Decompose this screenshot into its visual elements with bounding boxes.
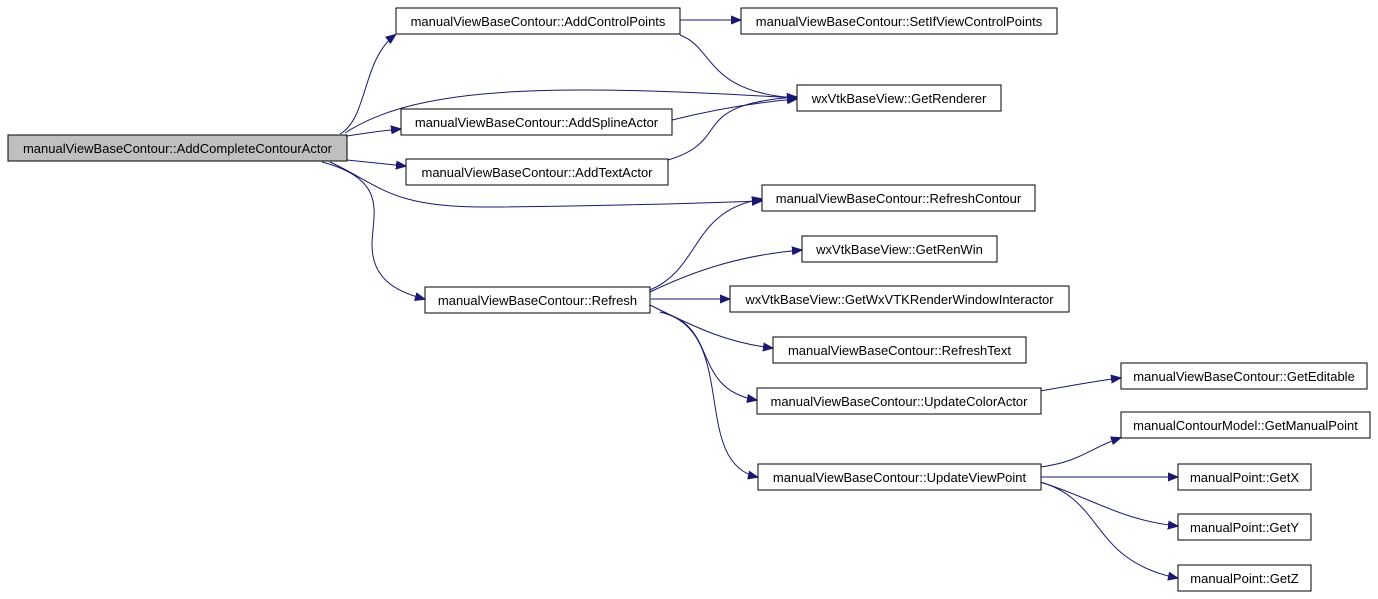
edge-root-to-add-control-points xyxy=(339,35,395,135)
edge-update-view-point-to-get-z xyxy=(1039,481,1177,578)
node-refresh[interactable]: manualViewBaseContour::Refresh xyxy=(424,286,651,314)
node-refresh-text[interactable]: manualViewBaseContour::RefreshText xyxy=(772,336,1027,364)
node-label: manualViewBaseContour::AddCompleteContou… xyxy=(23,141,333,156)
edge-root-to-refresh-contour xyxy=(329,161,761,208)
edge-add-control-points-to-get-renderer xyxy=(679,34,796,98)
node-get-x[interactable]: manualPoint::GetX xyxy=(1177,463,1312,491)
edge-refresh-to-refresh-text xyxy=(649,304,772,348)
node-label: manualViewBaseContour::AddSplineActor xyxy=(415,115,659,130)
edge-refresh-to-get-ren-win xyxy=(649,250,801,293)
edge-refresh-to-update-view-point xyxy=(659,311,757,477)
node-label: wxVtkBaseView::GetWxVTKRenderWindowInter… xyxy=(744,292,1054,307)
edge-refresh-to-update-color-actor xyxy=(659,311,756,400)
node-get-editable[interactable]: manualViewBaseContour::GetEditable xyxy=(1120,362,1368,390)
node-label: manualPoint::GetY xyxy=(1190,520,1299,535)
edge-root-to-add-spline-actor xyxy=(346,129,400,137)
edge-update-view-point-to-get-manual-point xyxy=(1039,438,1120,468)
node-label: wxVtkBaseView::GetRenWin xyxy=(815,242,983,257)
edge-root-to-add-text-actor xyxy=(346,159,405,166)
node-get-wxvtk-render-window-interactor[interactable]: wxVtkBaseView::GetWxVTKRenderWindowInter… xyxy=(729,285,1070,313)
node-add-complete-contour-actor[interactable]: manualViewBaseContour::AddCompleteContou… xyxy=(7,134,348,162)
node-label: manualViewBaseContour::UpdateColorActor xyxy=(770,394,1028,409)
node-get-y[interactable]: manualPoint::GetY xyxy=(1177,513,1312,541)
node-update-color-actor[interactable]: manualViewBaseContour::UpdateColorActor xyxy=(756,387,1042,415)
edge-update-view-point-to-get-y xyxy=(1039,481,1177,526)
node-label: manualViewBaseContour::SetIfViewControlP… xyxy=(756,14,1043,29)
node-label: wxVtkBaseView::GetRenderer xyxy=(811,91,987,106)
node-label: manualViewBaseContour::RefreshText xyxy=(788,343,1011,358)
node-label: manualViewBaseContour::UpdateViewPoint xyxy=(773,470,1027,485)
node-add-control-points[interactable]: manualViewBaseContour::AddControlPoints xyxy=(395,7,681,35)
nodes: manualViewBaseContour::AddCompleteContou… xyxy=(7,7,1371,592)
edge-root-to-refresh xyxy=(321,161,424,299)
node-refresh-contour[interactable]: manualViewBaseContour::RefreshContour xyxy=(761,184,1036,212)
node-label: manualViewBaseContour::RefreshContour xyxy=(776,191,1022,206)
edge-add-spline-actor-to-get-renderer xyxy=(671,99,796,121)
node-label: manualViewBaseContour::Refresh xyxy=(438,293,637,308)
node-label: manualViewBaseContour::GetEditable xyxy=(1133,369,1355,384)
node-label: manualViewBaseContour::AddTextActor xyxy=(422,165,654,180)
node-update-view-point[interactable]: manualViewBaseContour::UpdateViewPoint xyxy=(757,463,1042,491)
node-add-spline-actor[interactable]: manualViewBaseContour::AddSplineActor xyxy=(400,108,673,136)
node-label: manualPoint::GetZ xyxy=(1190,571,1298,586)
node-get-ren-win[interactable]: wxVtkBaseView::GetRenWin xyxy=(801,235,998,263)
edge-refresh-to-refresh-contour xyxy=(649,199,761,291)
edge-add-text-actor-to-get-renderer xyxy=(667,97,796,161)
node-add-text-actor[interactable]: manualViewBaseContour::AddTextActor xyxy=(405,158,669,186)
node-get-manual-point[interactable]: manualContourModel::GetManualPoint xyxy=(1120,411,1371,439)
node-label: manualPoint::GetX xyxy=(1190,470,1299,485)
node-set-if-view-control-points[interactable]: manualViewBaseContour::SetIfViewControlP… xyxy=(740,7,1058,35)
node-label: manualContourModel::GetManualPoint xyxy=(1133,418,1358,433)
edge-root-to-get-renderer xyxy=(344,89,796,134)
node-label: manualViewBaseContour::AddControlPoints xyxy=(411,14,666,29)
edges xyxy=(321,20,1177,578)
node-get-renderer[interactable]: wxVtkBaseView::GetRenderer xyxy=(796,84,1002,112)
node-get-z[interactable]: manualPoint::GetZ xyxy=(1177,564,1312,592)
edge-update-color-actor-to-get-editable xyxy=(1039,378,1120,392)
